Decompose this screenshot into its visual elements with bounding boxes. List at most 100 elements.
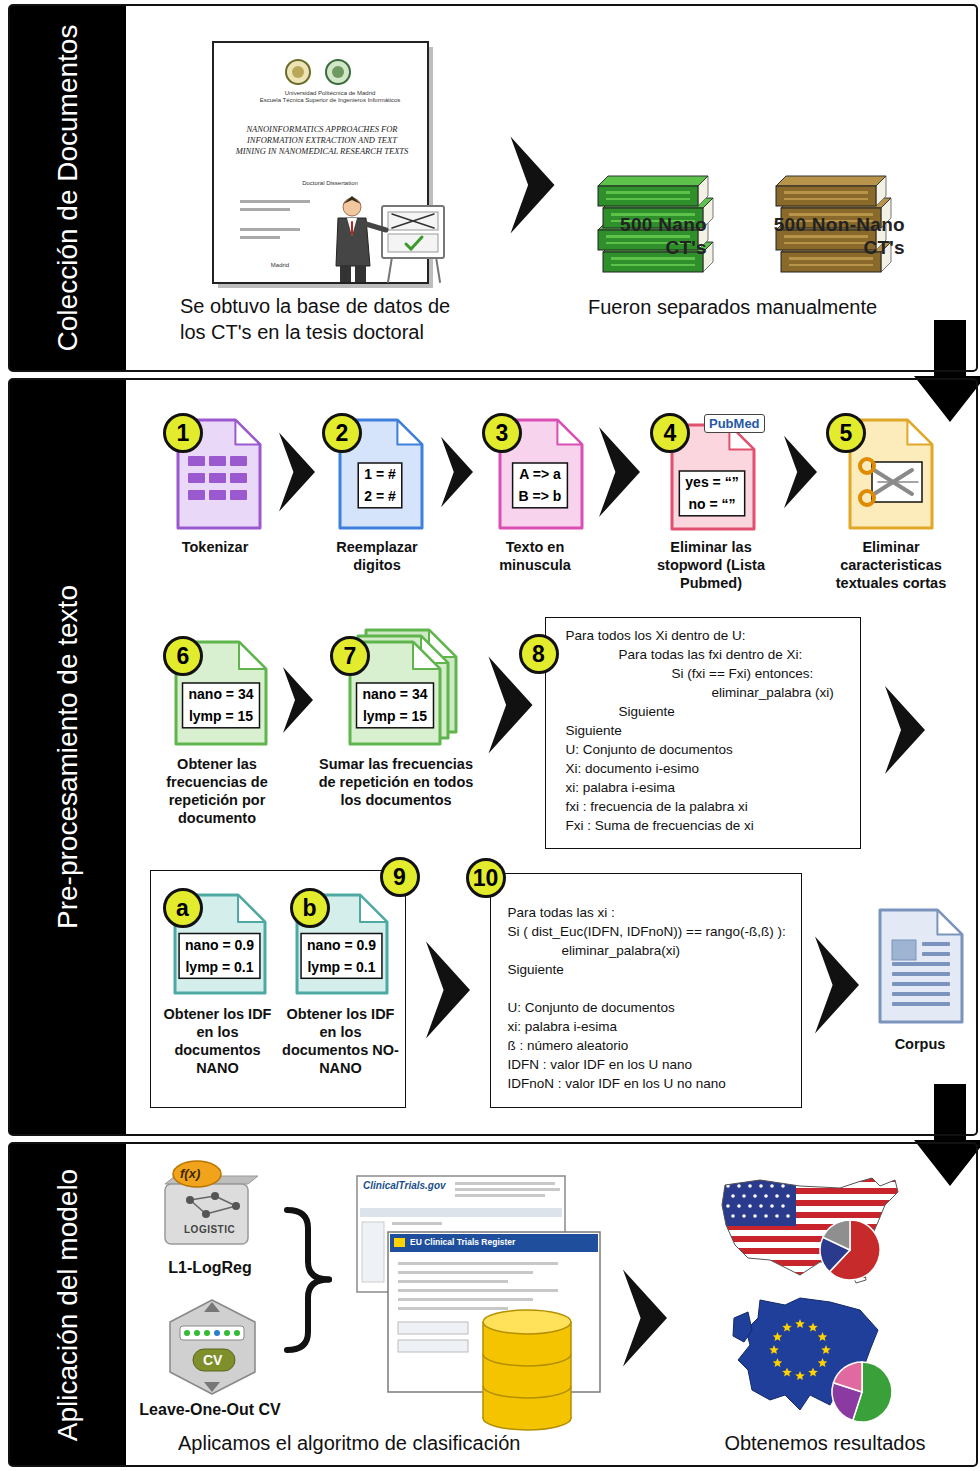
star — [773, 1332, 783, 1341]
text-line — [455, 1182, 555, 1185]
icon-text: lymp = 15 — [363, 708, 427, 725]
corpus-line — [892, 992, 950, 996]
document-icon — [880, 910, 962, 1022]
step-caption: Reemplazar digitos — [320, 538, 434, 574]
callout-number: 6 — [163, 636, 203, 676]
process-step: 21 = #2 = #Reemplazar digitos — [320, 412, 436, 587]
process-step: bnano = 0.9lymp = 0.1Obtener los IDF en … — [282, 882, 402, 1104]
text-line — [398, 1289, 558, 1292]
icon-caption: Leave-One-Out CV — [135, 1400, 285, 1419]
database-body — [483, 1322, 571, 1418]
step-caption: Obtener los IDF en los documentos NO-NAN… — [282, 1005, 400, 1078]
step-caption: Eliminar caracteristicas textuales corta… — [822, 538, 960, 592]
document-fold — [238, 895, 265, 922]
eu-map — [733, 1312, 752, 1342]
flag-star — [759, 1204, 763, 1208]
step-caption: Obtener los IDF en los documentos NANO — [156, 1005, 280, 1078]
icon-caption: L1-LogReg — [150, 1258, 270, 1277]
crest — [292, 66, 304, 78]
arrow-mark — [204, 1302, 220, 1312]
callout-number: 3 — [482, 413, 522, 453]
brace-connector — [287, 1210, 329, 1280]
crest — [332, 66, 344, 78]
caption-text: Fueron separados manualmente — [588, 294, 877, 320]
callout-number: 8 — [519, 634, 559, 674]
corpus-line — [922, 952, 950, 956]
code-line: eliminar_palabra(xi) — [562, 943, 681, 959]
text-line — [398, 1280, 508, 1283]
text-line — [392, 1222, 442, 1225]
flag-star — [770, 1204, 774, 1208]
icon-text: 2 = # — [364, 488, 396, 505]
chevron-arrow — [885, 686, 925, 774]
icon-panel — [301, 934, 382, 979]
text-line — [240, 236, 280, 239]
us-map — [718, 1174, 903, 1286]
fold-bar — [180, 1326, 244, 1340]
crest — [326, 60, 350, 84]
database-top — [483, 1310, 571, 1334]
side-panel — [362, 1222, 384, 1282]
network-node — [232, 1202, 240, 1210]
results-maps: Obtenemos resultados — [690, 1165, 962, 1461]
book-band — [789, 264, 873, 266]
step-caption: Texto en minuscula — [478, 538, 592, 574]
book-band — [789, 257, 873, 260]
grid-bar — [188, 456, 205, 466]
model-icon: f(x)LOGISTICL1-LogReg — [150, 1158, 272, 1288]
code-line: U: Conjunto de documentos — [508, 1000, 675, 1016]
text-line — [240, 208, 290, 211]
grid-bar — [209, 490, 226, 500]
icon-panel — [183, 683, 260, 728]
code-line: xi: palabra i-esima — [566, 780, 676, 796]
star — [818, 1332, 828, 1341]
flag-star — [731, 1214, 735, 1218]
fold-dot — [234, 1330, 240, 1336]
chevron-arrow — [815, 937, 859, 1034]
database-side — [570, 1322, 572, 1418]
flag-star — [786, 1214, 790, 1218]
function-badge: f(x) — [180, 1166, 200, 1181]
grid-bar — [209, 456, 226, 466]
code-line: IDFnoN : valor IDF en los U no nano — [508, 1076, 726, 1092]
function-blob — [173, 1161, 221, 1187]
shirt — [347, 218, 357, 236]
icon-box — [170, 1300, 255, 1394]
tie — [351, 222, 353, 234]
icon-text: nano = 34 — [363, 686, 428, 703]
code-line: Si (fxi == Fxi) entonces: — [672, 666, 814, 682]
book-top — [776, 176, 886, 186]
chevron-arrow — [441, 437, 473, 507]
code-line: Para todos los Xi dentro de U: — [566, 628, 746, 644]
flag-mark — [394, 1238, 405, 1247]
star — [808, 1368, 818, 1377]
chevron-arrow — [623, 1270, 667, 1367]
process-step: anano = 0.9lymp = 0.1Obtener los IDF en … — [156, 882, 282, 1104]
icon-text: lymp = 15 — [189, 708, 253, 725]
text-line — [398, 1262, 558, 1265]
callout-number: 9 — [380, 857, 420, 897]
icon-text: A => a — [519, 466, 561, 483]
fold-dot — [204, 1330, 210, 1336]
grid-bar — [230, 490, 247, 500]
database-band — [483, 1354, 571, 1366]
section-strip: Pre-procesamiento de texto — [10, 380, 126, 1134]
grid-bar — [230, 473, 247, 483]
star — [808, 1322, 818, 1331]
map-outline — [722, 1178, 898, 1283]
code-line: Xi: documento i-esimo — [566, 761, 700, 777]
code-line: xi: palabra i-esima — [508, 1019, 618, 1035]
step-caption: Tokenizar — [158, 538, 272, 556]
flag-star — [753, 1214, 757, 1218]
database-side — [482, 1322, 484, 1418]
arrow-mark — [204, 1382, 220, 1392]
chevron-arrow — [784, 436, 817, 509]
book-stack: 500 Nano CT's — [580, 100, 725, 265]
fold-dot — [194, 1330, 200, 1336]
algorithm-box: 10Para todas las xi :Si ( dist_Euc(IDFN,… — [490, 873, 802, 1108]
section-band: Aplicación del modelof(x)LOGISTICL1-LogR… — [8, 1142, 978, 1467]
star — [795, 1371, 805, 1380]
flag-star — [726, 1204, 730, 1208]
callout-number: 10 — [466, 858, 506, 898]
process-step: 5Eliminar caracteristicas textuales cort… — [822, 412, 962, 602]
